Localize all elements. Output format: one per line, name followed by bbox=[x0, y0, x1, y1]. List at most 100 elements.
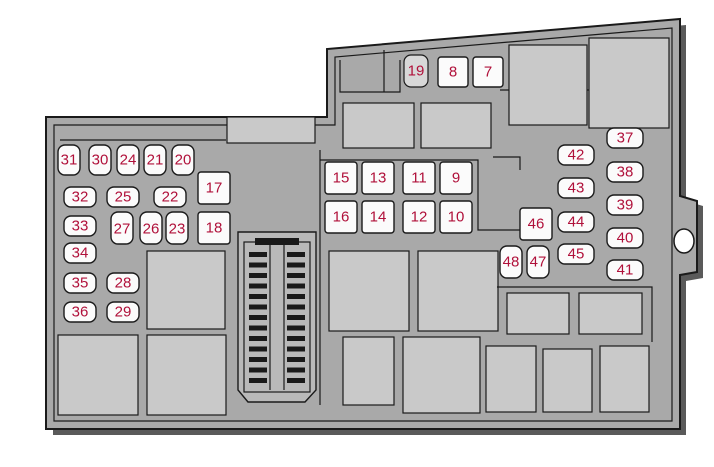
connector-pin bbox=[249, 346, 267, 352]
label-16: 16 bbox=[333, 209, 350, 226]
fuse-41-body bbox=[606, 259, 644, 281]
connector-pin bbox=[287, 336, 305, 341]
relay-16 bbox=[324, 200, 358, 234]
label-45: 45 bbox=[568, 246, 585, 263]
relay-46 bbox=[519, 207, 553, 241]
label-37: 37 bbox=[617, 130, 634, 147]
relay-18 bbox=[197, 211, 231, 245]
block-left-bottom-1 bbox=[57, 334, 139, 416]
block-center-4 bbox=[402, 336, 481, 414]
fuse-30-body bbox=[88, 144, 112, 176]
relay-12 bbox=[402, 200, 436, 234]
connector-pin bbox=[287, 304, 305, 310]
fuse-33-body bbox=[63, 215, 97, 237]
relay-7 bbox=[472, 56, 504, 88]
label-23: 23 bbox=[169, 221, 186, 238]
block-right-2 bbox=[578, 292, 643, 335]
fuse-32-body bbox=[63, 186, 97, 208]
label-33: 33 bbox=[72, 218, 89, 235]
relay-10 bbox=[439, 200, 473, 234]
connector-pin bbox=[287, 367, 305, 373]
mounting-hole bbox=[673, 228, 695, 254]
fuse-45-body bbox=[557, 243, 595, 265]
label-22: 22 bbox=[162, 189, 179, 206]
connector-pin bbox=[249, 336, 267, 341]
fuse-25-body bbox=[106, 186, 140, 208]
label-18: 18 bbox=[206, 220, 223, 237]
label-9: 9 bbox=[452, 170, 460, 187]
label-7: 7 bbox=[484, 64, 492, 81]
large-relay-top-1 bbox=[508, 44, 588, 126]
label-31: 31 bbox=[61, 152, 78, 169]
connector-pin bbox=[249, 315, 267, 320]
label-27: 27 bbox=[114, 221, 131, 238]
connector-pin bbox=[249, 378, 267, 383]
connector-pin bbox=[287, 378, 305, 383]
top-slot bbox=[226, 116, 316, 144]
fuse-26-body bbox=[139, 211, 163, 245]
label-29: 29 bbox=[115, 304, 132, 321]
label-20: 20 bbox=[175, 152, 192, 169]
relay-block-b bbox=[420, 102, 492, 149]
fuse-box-inner-outline bbox=[53, 27, 673, 422]
connector-pin bbox=[287, 315, 305, 320]
label-46: 46 bbox=[528, 216, 545, 233]
connector-pin bbox=[249, 273, 267, 278]
connector-pin bbox=[287, 252, 305, 257]
label-48: 48 bbox=[503, 254, 520, 271]
fuse-22-body bbox=[153, 186, 187, 208]
connector-pin bbox=[249, 294, 267, 299]
connector-pin bbox=[249, 262, 267, 268]
connector-pin bbox=[249, 325, 267, 331]
connector-pin bbox=[287, 294, 305, 299]
block-left-mid bbox=[146, 250, 226, 330]
label-32: 32 bbox=[72, 189, 89, 206]
fuse-37-body bbox=[606, 127, 644, 149]
fuse-21-body bbox=[143, 144, 167, 176]
fuse-38-body bbox=[606, 161, 644, 183]
label-30: 30 bbox=[92, 152, 109, 169]
label-25: 25 bbox=[115, 189, 132, 206]
connector-pin bbox=[287, 325, 305, 331]
label-28: 28 bbox=[115, 275, 132, 292]
relay-8 bbox=[437, 56, 469, 88]
label-12: 12 bbox=[411, 209, 428, 226]
label-36: 36 bbox=[72, 304, 89, 321]
label-41: 41 bbox=[617, 262, 634, 279]
label-26: 26 bbox=[143, 221, 160, 238]
relays bbox=[197, 56, 553, 245]
connector-pin bbox=[287, 262, 305, 268]
label-8: 8 bbox=[449, 64, 457, 81]
connector-pin bbox=[287, 273, 305, 278]
label-15: 15 bbox=[333, 170, 350, 187]
label-38: 38 bbox=[617, 164, 634, 181]
label-11: 11 bbox=[411, 170, 427, 187]
fuse-19-body bbox=[403, 54, 429, 88]
relay-9 bbox=[439, 161, 473, 195]
fuse-27-body bbox=[110, 211, 134, 245]
fuse-39-body bbox=[606, 194, 644, 216]
block-right-5 bbox=[599, 345, 650, 413]
fuse-29-body bbox=[106, 301, 140, 323]
relay-15 bbox=[324, 161, 358, 195]
connector-pin bbox=[249, 252, 267, 257]
label-17: 17 bbox=[206, 180, 223, 197]
connector-pin bbox=[249, 357, 267, 362]
fuse-44-body bbox=[557, 211, 595, 233]
label-47: 47 bbox=[530, 254, 547, 271]
fuse-24-body bbox=[116, 144, 140, 176]
label-42: 42 bbox=[568, 147, 585, 164]
label-10: 10 bbox=[448, 209, 465, 226]
relay-11 bbox=[402, 161, 436, 195]
fuse-40-body bbox=[606, 227, 644, 249]
fuse-20-body bbox=[171, 144, 195, 176]
block-right-3 bbox=[485, 345, 537, 413]
fuse-23-body bbox=[165, 211, 189, 245]
connector-pin bbox=[287, 283, 305, 289]
label-43: 43 bbox=[568, 180, 585, 197]
block-center-3 bbox=[342, 336, 395, 406]
label-19: 19 bbox=[408, 63, 425, 80]
label-13: 13 bbox=[370, 170, 387, 187]
fuse-35-body bbox=[63, 272, 97, 294]
